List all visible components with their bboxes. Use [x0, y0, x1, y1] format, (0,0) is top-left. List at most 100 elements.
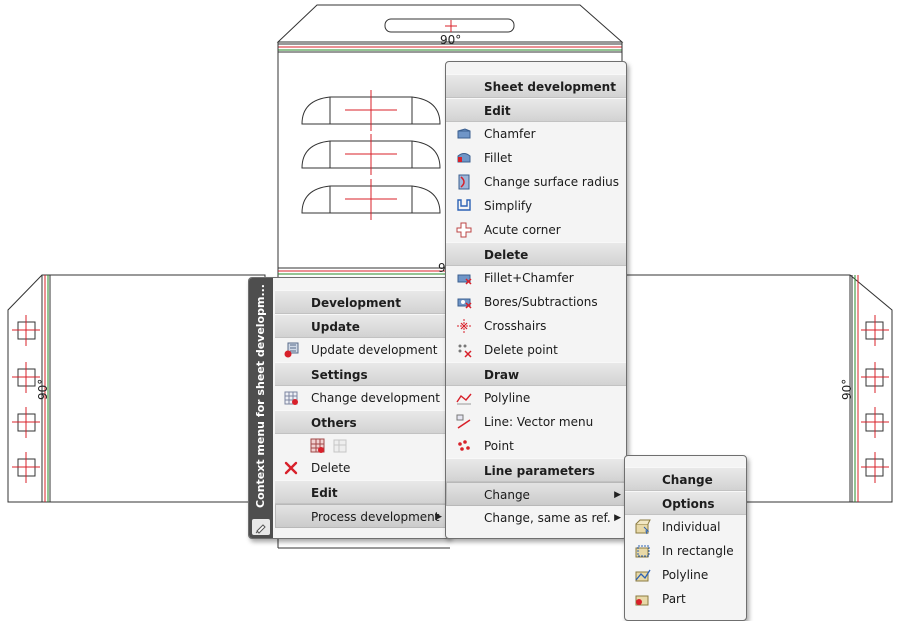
in-rectangle-icon	[635, 545, 650, 558]
fillet-chamfer-label: Fillet+Chamfer	[484, 271, 574, 285]
part-icon	[635, 595, 649, 606]
line-parameters-header: Line parameters	[446, 458, 626, 482]
others-tool-icon[interactable]	[309, 437, 327, 455]
development-header: Development	[275, 290, 449, 314]
sheet-development-menu: Sheet development Edit Chamfer Fillet Ch…	[445, 61, 627, 539]
edit-section-header: Edit	[446, 98, 626, 122]
others-tool-disabled-icon	[333, 439, 347, 453]
update-header: Update	[275, 314, 449, 338]
update-development-item[interactable]: Update development	[275, 338, 449, 362]
change-development-item[interactable]: Change development	[275, 386, 449, 410]
top-bend-lines	[278, 43, 622, 53]
individual-icon	[635, 519, 651, 535]
sheet-development-header: Sheet development	[446, 74, 626, 98]
crosshairs-icon	[457, 319, 471, 333]
edit-header: Edit	[275, 480, 449, 504]
top-angle-label: 90°	[440, 33, 461, 47]
left-angle-label: 90°	[36, 379, 50, 400]
chamfer-item[interactable]: Chamfer	[446, 122, 626, 146]
left-bend-lines	[44, 275, 51, 502]
fillet-label: Fillet	[484, 151, 513, 165]
polyline-item[interactable]: Polyline	[446, 386, 626, 410]
settings-header: Settings	[275, 362, 449, 386]
draw-section-header: Draw	[446, 362, 626, 386]
simplify-item[interactable]: Simplify	[446, 194, 626, 218]
acute-corner-item[interactable]: Acute corner	[446, 218, 626, 242]
slot-crosshairs	[345, 90, 397, 220]
simplify-label: Simplify	[484, 199, 533, 213]
process-development-item[interactable]: Process development ▶	[275, 504, 449, 528]
delete-x-icon	[284, 461, 298, 475]
fillet-chamfer-icon	[457, 274, 472, 285]
context-menu-title: Context menu for sheet developm...	[254, 284, 267, 508]
right-angle-label: 90°	[840, 379, 854, 400]
options-header: Options	[625, 491, 746, 515]
change-submenu-header: Change	[625, 467, 746, 491]
slot-shapes	[301, 96, 441, 214]
change-development-label: Change development	[311, 391, 440, 405]
update-development-icon	[284, 342, 299, 358]
simplify-icon	[457, 199, 471, 211]
context-menu: Context menu for sheet developm... Devel…	[248, 277, 450, 539]
right-bend-lines	[851, 275, 859, 502]
update-development-label: Update development	[311, 343, 438, 357]
change-surface-radius-label: Change surface radius	[484, 175, 620, 189]
left-flap	[7, 274, 266, 503]
individual-item[interactable]: Individual	[625, 515, 746, 539]
change-label: Change	[484, 488, 530, 502]
change-same-as-ref-item[interactable]: Change, same as ref. ▶	[446, 506, 626, 530]
change-submenu: Change Options Individual In rectangle P…	[624, 455, 747, 621]
submenu-arrow-icon: ▶	[614, 490, 621, 500]
delete-item[interactable]: Delete	[275, 456, 449, 480]
submenu-arrow-icon: ▶	[435, 512, 442, 522]
others-header: Others	[275, 410, 449, 434]
delete-label: Delete	[311, 461, 351, 475]
change-same-as-ref-label: Change, same as ref.	[484, 511, 611, 525]
process-development-label: Process development	[311, 510, 440, 524]
change-item[interactable]: Change ▶	[446, 482, 626, 506]
context-menu-side-bar: Context menu for sheet developm...	[249, 278, 273, 538]
part-item[interactable]: Part	[625, 587, 746, 611]
delete-point-item[interactable]: Delete point	[446, 338, 626, 362]
acute-corner-icon	[456, 222, 472, 238]
polyline-option-item[interactable]: Polyline	[625, 563, 746, 587]
pin-icon[interactable]	[252, 519, 270, 535]
change-surface-radius-item[interactable]: Change surface radius	[446, 170, 626, 194]
line-vector-menu-label: Line: Vector menu	[484, 415, 594, 429]
fillet-item[interactable]: Fillet	[446, 146, 626, 170]
acute-corner-label: Acute corner	[484, 223, 561, 237]
others-icon-row	[275, 434, 449, 456]
point-label: Point	[484, 439, 514, 453]
right-holes	[861, 315, 889, 483]
line-vector-menu-item[interactable]: Line: Vector menu	[446, 410, 626, 434]
in-rectangle-label: In rectangle	[662, 544, 734, 558]
part-label: Part	[662, 592, 686, 606]
delete-point-icon	[458, 344, 472, 358]
bores-icon	[457, 298, 472, 309]
left-holes	[12, 315, 40, 483]
center-angle-fragment: 9	[438, 261, 446, 275]
bores-subtractions-label: Bores/Subtractions	[484, 295, 598, 309]
submenu-arrow-icon: ▶	[614, 513, 621, 523]
surface-radius-icon	[458, 174, 470, 190]
polyline-option-icon	[635, 569, 651, 582]
top-flap-crosshair	[445, 20, 457, 32]
polyline-label: Polyline	[484, 391, 531, 405]
in-rectangle-item[interactable]: In rectangle	[625, 539, 746, 563]
fillet-chamfer-item[interactable]: Fillet+Chamfer	[446, 266, 626, 290]
chamfer-label: Chamfer	[484, 127, 536, 141]
delete-section-header: Delete	[446, 242, 626, 266]
delete-point-label: Delete point	[484, 343, 558, 357]
bores-subtractions-item[interactable]: Bores/Subtractions	[446, 290, 626, 314]
change-development-icon	[284, 391, 298, 405]
center-bend-lines	[278, 267, 450, 275]
chamfer-icon	[457, 128, 471, 139]
point-icon	[458, 440, 470, 451]
point-item[interactable]: Point	[446, 434, 626, 458]
individual-label: Individual	[662, 520, 721, 534]
polyline-icon	[456, 393, 472, 405]
polyline-option-label: Polyline	[662, 568, 709, 582]
fillet-icon	[457, 153, 471, 163]
crosshairs-item[interactable]: Crosshairs	[446, 314, 626, 338]
vector-line-icon	[456, 414, 471, 429]
